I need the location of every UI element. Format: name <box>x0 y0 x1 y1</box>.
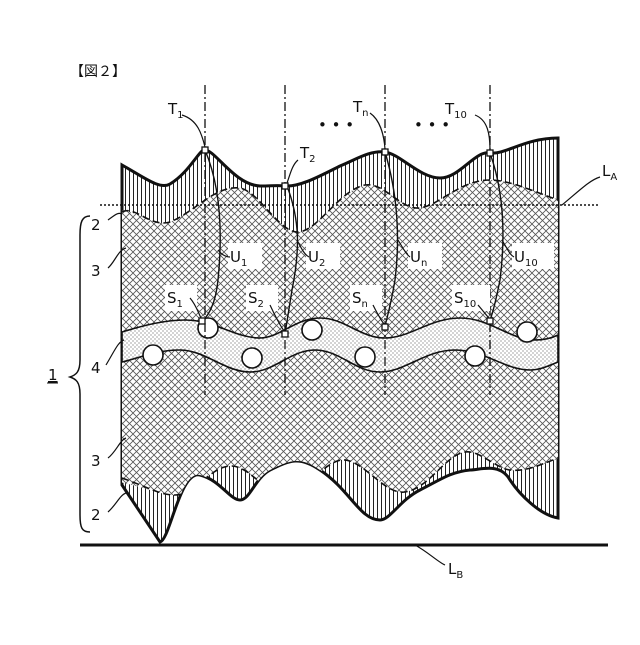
t-point-n-marker <box>382 149 388 155</box>
layer-label-2-top: 2 <box>91 216 101 234</box>
t-point-10-marker <box>487 150 493 156</box>
s-point-10-marker <box>487 318 493 324</box>
t-label-2: T2 <box>299 144 316 165</box>
layer-label-2-bottom: 2 <box>91 506 101 524</box>
s-point-n-marker <box>382 324 388 330</box>
layer-label-3-top: 3 <box>91 262 101 280</box>
fibre-circle <box>302 320 322 340</box>
s-point-1-marker <box>199 318 205 324</box>
fibre-circle <box>355 347 375 367</box>
t-point-2-marker <box>282 183 288 189</box>
la-label: LA <box>602 162 617 183</box>
layer-label-4: 4 <box>91 359 101 377</box>
lb-label: LB <box>448 560 463 581</box>
fibre-circle <box>465 346 485 366</box>
fibre-circle <box>143 345 163 365</box>
layer-brace <box>70 216 90 532</box>
fibre-circle <box>517 322 537 342</box>
layer-label-3-bottom: 3 <box>91 452 101 470</box>
t-point-1-marker <box>202 147 208 153</box>
ellipsis-left: • • • <box>318 116 354 134</box>
fibre-circle <box>242 348 262 368</box>
ellipsis-right: • • • <box>414 116 450 134</box>
reference-numeral-1: 1 <box>48 366 58 384</box>
s-point-2-marker <box>282 331 288 337</box>
t-label-1: T1 <box>167 100 184 121</box>
figure-caption: 【図２】 <box>70 64 126 80</box>
t-label-n: Tn <box>352 98 369 119</box>
